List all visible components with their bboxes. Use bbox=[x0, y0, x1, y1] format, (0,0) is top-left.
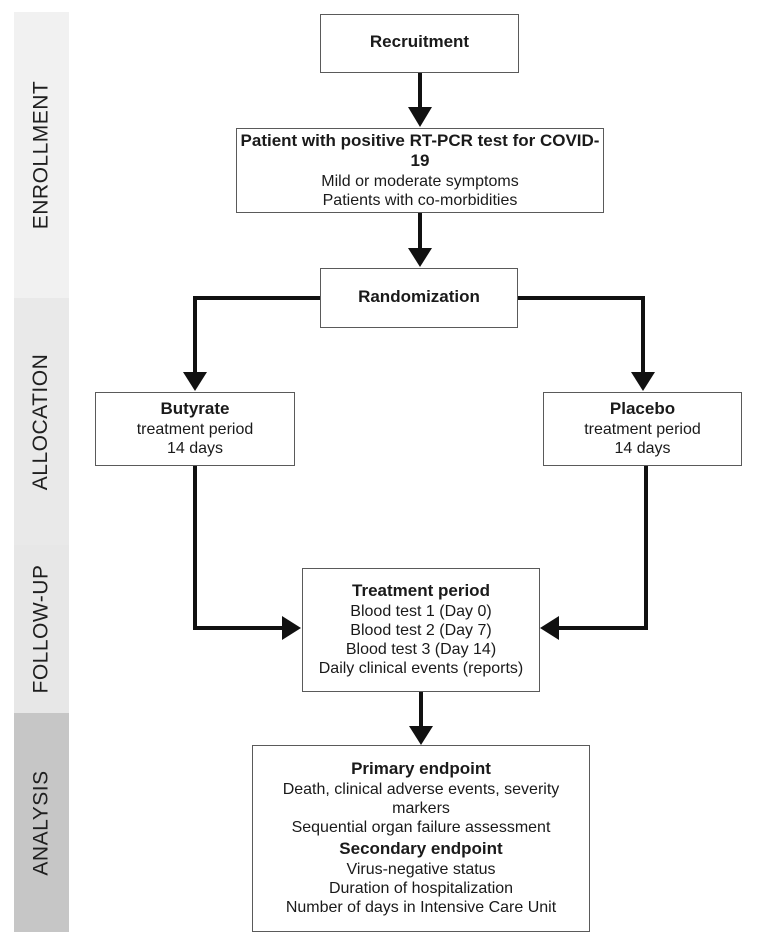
primary-endpoint-line: Sequential organ failure assessment bbox=[291, 819, 551, 837]
primary-endpoint-title: Primary endpoint bbox=[351, 759, 491, 779]
recruitment-box: Recruitment bbox=[320, 14, 519, 73]
phase-label-allocation: ALLOCATION bbox=[29, 353, 53, 490]
treatment-period-line: Blood test 2 (Day 7) bbox=[350, 622, 492, 640]
secondary-endpoint-line: Number of days in Intensive Care Unit bbox=[285, 898, 557, 916]
placebo-title: Placebo bbox=[609, 399, 676, 419]
phase-band-allocation: ALLOCATION bbox=[14, 298, 69, 545]
arrow-recruitment-to-eligibility bbox=[408, 73, 432, 127]
placebo-line: 14 days bbox=[614, 440, 671, 458]
butyrate-line: treatment period bbox=[136, 421, 254, 439]
treatment-period-title: Treatment period bbox=[352, 581, 490, 601]
placebo-line: treatment period bbox=[584, 421, 701, 439]
eligibility-box: Patient with positive RT-PCR test for CO… bbox=[236, 128, 604, 213]
phase-band-enrollment: ENROLLMENT bbox=[14, 12, 69, 298]
secondary-endpoint-line: Virus-negative status bbox=[346, 861, 496, 879]
placebo-arm-box: Placebo treatment period 14 days bbox=[543, 392, 742, 466]
treatment-period-box: Treatment period Blood test 1 (Day 0) Bl… bbox=[302, 568, 540, 692]
arrow-treatment-to-analysis bbox=[409, 692, 433, 745]
butyrate-title: Butyrate bbox=[160, 399, 230, 419]
phase-label-enrollment: ENROLLMENT bbox=[29, 80, 53, 230]
arrow-eligibility-to-randomization bbox=[408, 213, 432, 267]
eligibility-line: Patients with co-morbidities bbox=[322, 191, 518, 209]
secondary-endpoint-line: Duration of hospitalization bbox=[328, 879, 514, 897]
arrow-placebo-to-treatment bbox=[540, 466, 648, 640]
phase-band-followup: FOLLOW-UP bbox=[14, 545, 69, 713]
treatment-period-line: Blood test 3 (Day 14) bbox=[345, 641, 497, 659]
phase-band-analysis: ANALYSIS bbox=[14, 713, 69, 932]
recruitment-title: Recruitment bbox=[369, 32, 470, 52]
butyrate-line: 14 days bbox=[166, 440, 224, 458]
arrow-randomization-to-placebo bbox=[518, 296, 655, 391]
randomization-title: Randomization bbox=[358, 286, 480, 306]
treatment-period-line: Daily clinical events (reports) bbox=[318, 659, 524, 677]
eligibility-line: Mild or moderate symptoms bbox=[321, 172, 519, 190]
arrow-randomization-to-butyrate bbox=[183, 296, 320, 391]
treatment-period-line: Blood test 1 (Day 0) bbox=[350, 603, 492, 621]
primary-endpoint-line: Death, clinical adverse events, severity… bbox=[282, 781, 560, 818]
phase-label-analysis: ANALYSIS bbox=[29, 769, 53, 876]
butyrate-arm-box: Butyrate treatment period 14 days bbox=[95, 392, 295, 466]
endpoints-box: Primary endpoint Death, clinical adverse… bbox=[252, 745, 590, 932]
randomization-box: Randomization bbox=[320, 268, 518, 328]
arrow-butyrate-to-treatment bbox=[193, 466, 301, 640]
eligibility-title: Patient with positive RT-PCR test for CO… bbox=[240, 130, 600, 170]
secondary-endpoint-title: Secondary endpoint bbox=[339, 839, 503, 858]
phase-label-followup: FOLLOW-UP bbox=[29, 564, 53, 694]
